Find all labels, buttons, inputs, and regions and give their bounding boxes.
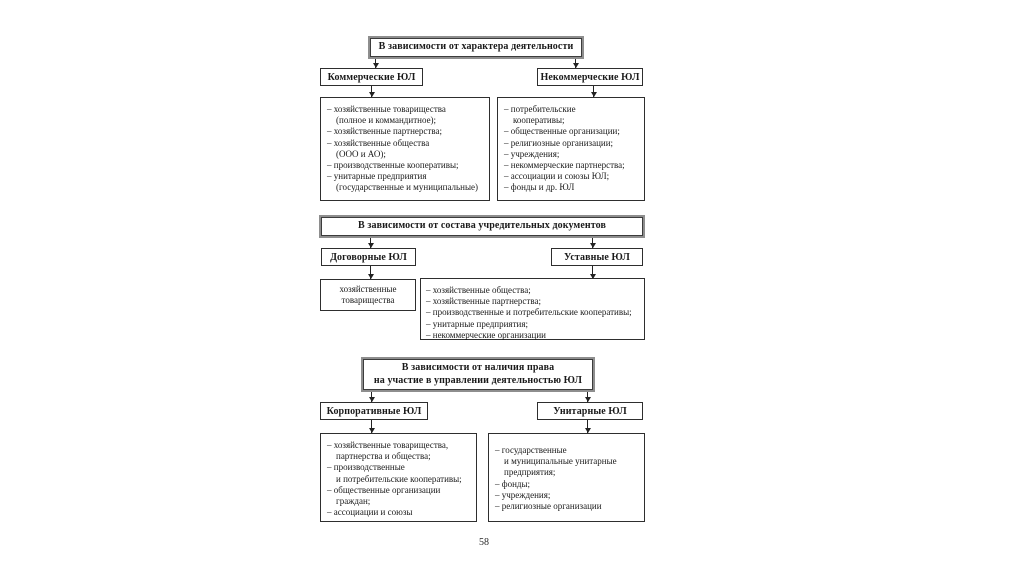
connector-arrow-down (368, 238, 374, 248)
list-item: – некоммерческие организации (426, 329, 546, 340)
branch-unitary: Унитарные ЮЛ (537, 402, 643, 420)
list-item: – учреждения; (495, 489, 551, 500)
list-item: – потребительские кооперативы; (504, 104, 576, 126)
list-item: – хозяйственные общества (ООО и АО); (327, 137, 430, 159)
list-item: – производственные и потребительские коо… (426, 307, 632, 318)
connector-arrow-down (585, 392, 591, 402)
list-item: – хозяйственные партнерства; (327, 126, 442, 137)
connector-arrow-down (368, 266, 374, 279)
list-item: – общественные организации граждан; (327, 484, 441, 507)
connector-arrow-down (591, 86, 597, 97)
list-noncommercial: – потребительские кооперативы; – обществ… (497, 97, 645, 201)
connector-arrow-down (369, 392, 375, 402)
section2-header: В зависимости от состава учредительных д… (319, 215, 645, 238)
list-item: – унитарные предприятия; (426, 318, 528, 329)
list-item: – государственные и муниципальные унитар… (495, 445, 617, 478)
list-item: – некоммерческие партнерства; (504, 160, 625, 171)
list-item: – унитарные предприятия (государственные… (327, 171, 478, 193)
page-number: 58 (479, 537, 489, 548)
list-item: – религиозные организации (495, 501, 602, 512)
branch-contractual: Договорные ЮЛ (321, 248, 416, 266)
connector-arrow-down (573, 59, 579, 68)
list-item: – хозяйственные товарищества, партнерств… (327, 440, 449, 462)
connector-arrow-down (590, 266, 596, 279)
list-item: – производственные и потребительские коо… (327, 462, 462, 484)
list-item: – производственные кооперативы; (327, 160, 459, 171)
connector-arrow-down (590, 238, 596, 248)
list-contractual: хозяйственные товарищества (320, 279, 416, 311)
list-item: – ассоциации и союзы (327, 507, 413, 518)
list-item: – хозяйственные партнерства; (426, 296, 541, 307)
list-item: – хозяйственные общества; (426, 285, 531, 295)
list-unitary: – государственные и муниципальные унитар… (488, 433, 645, 522)
branch-corporate: Корпоративные ЮЛ (320, 402, 428, 420)
connector-arrow-down (369, 420, 375, 433)
branch-noncommercial: Некоммерческие ЮЛ (537, 68, 643, 86)
section3-header: В зависимости от наличия права на участи… (361, 357, 595, 392)
branch-commercial: Коммерческие ЮЛ (320, 68, 423, 86)
list-item: – общественные организации; (504, 126, 620, 137)
connector-arrow-down (373, 59, 379, 68)
section1-header: В зависимости от характера деятельности (368, 36, 584, 59)
list-corporate: – хозяйственные товарищества, партнерств… (320, 433, 477, 522)
list-item: – фонды и др. ЮЛ (504, 182, 575, 193)
list-commercial: – хозяйственные товарищества (полное и к… (320, 97, 490, 201)
list-item: – ассоциации и союзы ЮЛ; (504, 171, 610, 182)
list-item: – учреждения; (504, 148, 560, 159)
list-statutory: – хозяйственные общества; – хозяйственны… (420, 278, 645, 340)
list-item: – фонды; (495, 478, 531, 489)
connector-arrow-down (585, 420, 591, 433)
connector-arrow-down (369, 86, 375, 97)
list-item: – религиозные организации; (504, 137, 614, 148)
list-item: – хозяйственные товарищества (полное и к… (327, 104, 446, 126)
branch-statutory: Уставные ЮЛ (551, 248, 643, 266)
